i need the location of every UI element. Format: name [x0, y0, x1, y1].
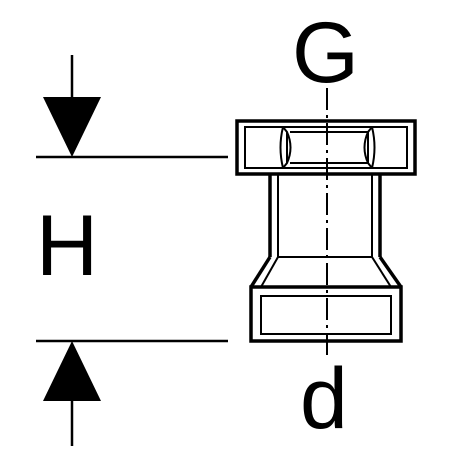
hex-nut-facets — [279, 126, 376, 169]
arrow-up-icon — [43, 341, 101, 446]
thread-size-label: G — [292, 5, 359, 101]
height-label: H — [36, 198, 99, 294]
diameter-label: d — [300, 351, 348, 447]
arrow-down-icon — [43, 55, 101, 157]
